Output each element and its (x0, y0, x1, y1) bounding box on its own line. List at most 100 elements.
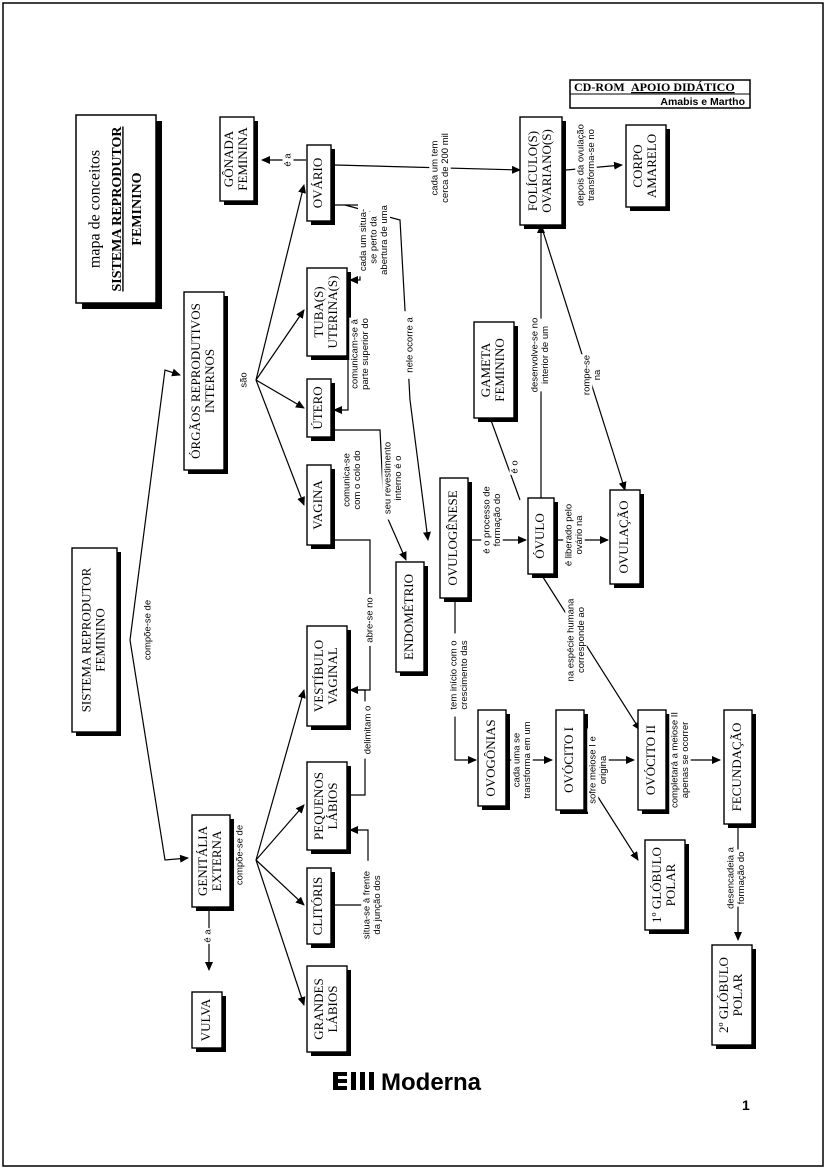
link-text: situa-se à frente (361, 871, 372, 939)
connector-line (255, 689, 306, 861)
connector-line (255, 309, 305, 381)
link-text: rompe-se (581, 355, 592, 395)
link-abre-se: abre-se no (364, 594, 376, 646)
node-ovogonias-text: OVOGÔNIAS (483, 719, 498, 796)
node-corpo-text: CORPO (630, 144, 645, 187)
cdrom-label: CD-ROM (574, 80, 625, 94)
node-foliculos-text: OVARIANO(S) (539, 129, 554, 213)
link-text: completará a meiose II (669, 712, 680, 808)
node-globulo1-text: 1º GLÓBULO (649, 847, 664, 923)
link-text: nele ocorre a (405, 317, 416, 373)
cdrom-brand: CD-ROM APOIO DIDÁTICO (574, 80, 735, 94)
link-text: compõe-se de (143, 600, 154, 660)
node-orgaos-text: INTERNOS (202, 349, 217, 413)
link-text: tem início com o (448, 640, 459, 709)
node-ovocito2: OVÓCITO II (637, 709, 670, 814)
connector-line (129, 368, 181, 641)
node-globulo2-text: POLAR (730, 973, 745, 1016)
cdrom-header: CD-ROM APOIO DIDÁTICO Amabis e Martho (569, 79, 751, 109)
node-gonada-text: FEMININA (235, 127, 250, 191)
link-text: interno é o (393, 456, 404, 501)
link-text: desencadeia a (725, 846, 736, 909)
link-text: da junção dos (372, 875, 383, 934)
connector-line (335, 204, 361, 230)
node-ovocito2-text: OVÓCITO II (643, 725, 658, 795)
link-text: na espécie humana (565, 598, 576, 682)
link-text: crescimento das (459, 640, 470, 709)
link-text: corresponde ao (576, 607, 587, 673)
node-ovario-text: OVÁRIO (310, 158, 325, 209)
node-ovulogenese-text: OVULOGÊNESE (445, 490, 460, 585)
node-pequenos-text: LÁBIOS (325, 783, 340, 830)
link-text: cada um situa- (358, 209, 369, 271)
moderna-icon (333, 1072, 374, 1090)
link-text: compõe-se de (235, 825, 246, 885)
link-text: são (239, 372, 250, 387)
link-nele-ocorre: nele ocorre a (404, 311, 416, 379)
link-text: parte superior do (360, 318, 371, 390)
connector-line (486, 411, 521, 501)
node-clitoris-text: CLITÓRIS (310, 877, 325, 936)
connector-line (255, 379, 305, 506)
node-genitalia-text: GENITÁLIA (195, 825, 210, 896)
link-text: na (592, 369, 603, 380)
link-text: ovário na (574, 515, 585, 555)
node-ovario: OVÁRIO (306, 144, 335, 225)
link-text: com o colo do (352, 450, 363, 509)
node-vestibulo-text: VESTÍBULO (311, 640, 326, 712)
connector-line (255, 859, 306, 1006)
link-text: comunicam-se à (349, 318, 360, 388)
node-globulo1-text: POLAR (663, 863, 678, 906)
link-text: abertura de uma (379, 204, 390, 274)
link-text: cada um tem (429, 140, 440, 195)
connector-line (255, 859, 305, 906)
node-sistema-text: FEMININO (92, 608, 107, 672)
node-grandes-text: LÁBIOS (325, 986, 340, 1033)
link-text: formação do (736, 852, 747, 905)
connector-line (334, 164, 521, 174)
connector-line (129, 639, 189, 863)
node-ovogonias: OVOGÔNIAS (477, 709, 510, 810)
connector-line (255, 379, 305, 409)
link-text: origina (598, 755, 609, 784)
link-text: formação do (492, 494, 503, 547)
node-ovulo-text: ÓVULO (532, 513, 547, 559)
node-vulva: VULVA (191, 991, 226, 1052)
link-text: comunica-se (341, 453, 352, 507)
node-vestibulo-text: VAGINAL (325, 647, 340, 705)
link-text: é a (203, 929, 214, 943)
link-text: interior de um (540, 326, 551, 384)
node-pequenos-text: PEQUENOS (311, 772, 326, 840)
node-fecundacao-text: FECUNDAÇÃO (729, 723, 744, 812)
link-text: apenas se ocorrer (680, 722, 691, 799)
link-text: se perto da (369, 216, 380, 264)
node-gameta-text: FEMININO (492, 338, 507, 402)
title-box: mapa de conceitos SISTEMA REPRODUTOR FEM… (75, 114, 162, 309)
link-text: sofre meiose I e (587, 736, 598, 804)
link-text: é a (283, 153, 294, 167)
node-tuba-text: UTERINA(S) (325, 276, 340, 349)
link-e-a-vulva: é a (202, 928, 214, 944)
node-gameta-text: GAMETA (478, 342, 493, 397)
